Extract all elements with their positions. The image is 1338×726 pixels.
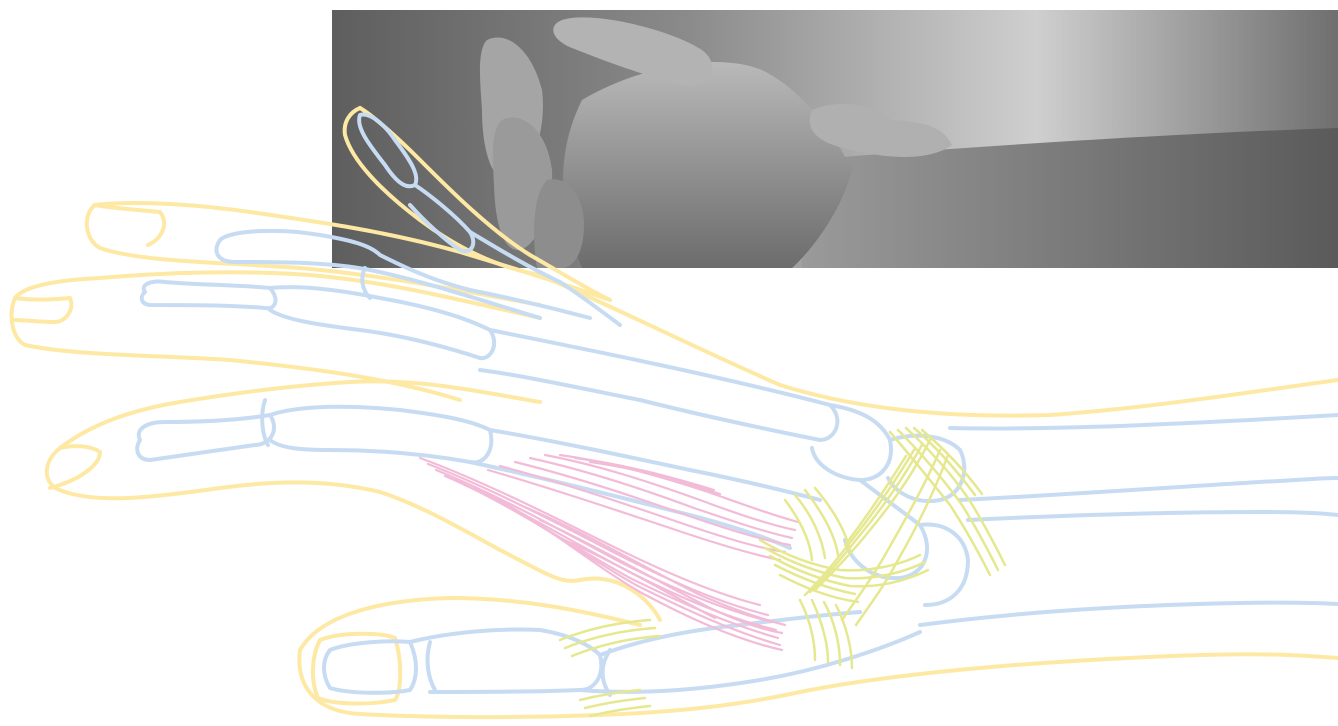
bone-ulna <box>968 512 1338 520</box>
muscle-fiber <box>500 466 785 552</box>
finger-second-outline-lower <box>12 298 460 400</box>
bone-joint-3 <box>428 642 435 690</box>
ligament <box>800 600 815 660</box>
bone-joint-1 <box>262 400 268 445</box>
bone-third-distal <box>137 415 274 460</box>
bone-second-distal <box>142 282 276 309</box>
muscle-fibers <box>420 455 798 650</box>
bone-carpal-1 <box>812 405 891 480</box>
thumb-outline <box>300 598 640 650</box>
finger-third-outline <box>60 381 540 448</box>
bone-thumb-distal <box>324 641 416 693</box>
nail-top <box>95 205 164 245</box>
ligament <box>785 500 812 560</box>
bone-thumb-proximal <box>410 630 601 693</box>
bone-third-middle <box>270 407 491 463</box>
bone-radius-lower <box>960 478 1338 500</box>
bone-third-metacarpal <box>490 430 820 500</box>
finger-top-outline <box>95 203 610 300</box>
bone-ulna-lower <box>920 603 1338 625</box>
bone-second-middle <box>270 287 494 358</box>
nail-second <box>12 298 71 322</box>
hand-top-outline <box>540 275 1338 416</box>
thumb-outline-lower <box>299 650 1338 717</box>
ligament <box>824 602 840 665</box>
skin-outline <box>12 108 1338 717</box>
bone-joint-4 <box>603 650 611 695</box>
